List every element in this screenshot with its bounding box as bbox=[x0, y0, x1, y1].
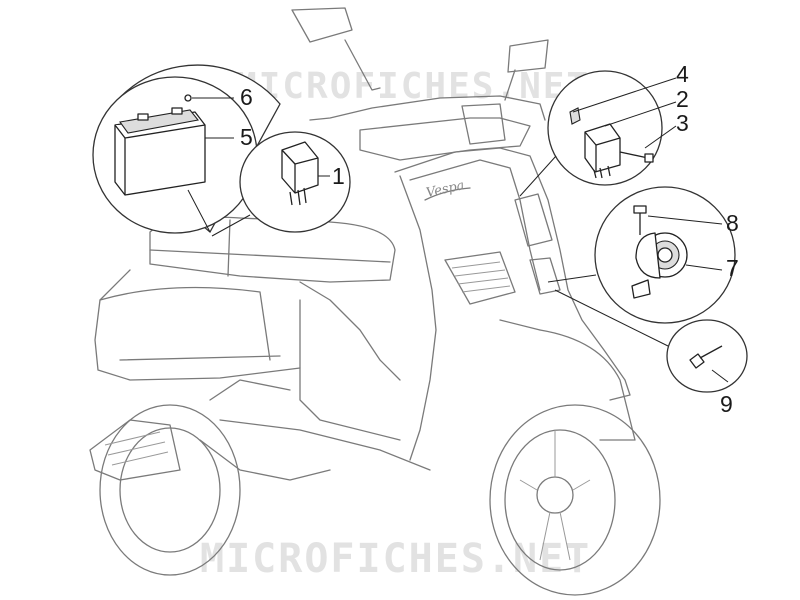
callout-3: 3 bbox=[676, 110, 689, 136]
callout-6: 6 bbox=[240, 84, 253, 110]
watermark-bottom: MICROFICHES.NET bbox=[200, 536, 592, 582]
callout-5: 5 bbox=[240, 124, 253, 150]
scooter-outline bbox=[89, 7, 661, 596]
callout-1: 1 bbox=[332, 163, 345, 189]
callout-7: 7 bbox=[726, 255, 739, 281]
horn-detail bbox=[594, 186, 736, 324]
watermark-top: MICROFICHES.NET bbox=[235, 66, 591, 107]
bolt-detail bbox=[666, 319, 748, 393]
relay-bracket-detail bbox=[547, 70, 663, 186]
callout-4: 4 bbox=[676, 61, 689, 87]
callout-8: 8 bbox=[726, 210, 739, 236]
battery-detail bbox=[92, 64, 281, 234]
callout-9: 9 bbox=[720, 391, 733, 417]
relay-detail bbox=[239, 131, 351, 233]
callout-2: 2 bbox=[676, 86, 689, 112]
